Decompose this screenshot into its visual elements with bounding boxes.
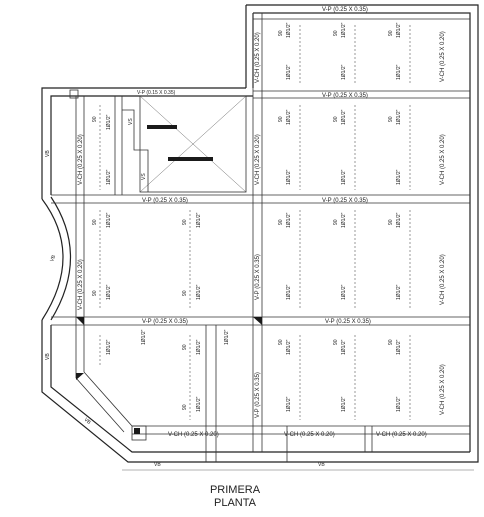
- svg-text:1Ø1/2": 1Ø1/2": [341, 169, 347, 185]
- svg-text:90: 90: [278, 339, 284, 345]
- svg-text:90: 90: [182, 344, 188, 350]
- svg-text:90: 90: [333, 219, 339, 225]
- label-vch-right-upper: V-CH (0.25 X 0.20): [440, 31, 446, 82]
- drawing-title: PRIMERA PLANTA: [180, 484, 290, 510]
- svg-text:1Ø1/2": 1Ø1/2": [106, 114, 112, 130]
- svg-text:1Ø1/2": 1Ø1/2": [341, 339, 347, 355]
- label-vch-bottom-mid: V-CH (0.25 X 0.20): [284, 432, 335, 438]
- label-vch-bottom-left: V-CH (0.25 X 0.20): [168, 432, 219, 438]
- svg-text:90: 90: [278, 116, 284, 122]
- tag-vb-left-lower: VB: [45, 353, 51, 360]
- svg-text:1Ø1/2": 1Ø1/2": [396, 169, 402, 185]
- label-vch-right-mid: V-CH (0.25 X 0.20): [440, 134, 446, 185]
- svg-text:1Ø1/2": 1Ø1/2": [286, 396, 292, 412]
- rebar-marks: [99, 25, 411, 420]
- tag-vs-stair: VS: [141, 173, 147, 180]
- svg-text:1Ø1/2": 1Ø1/2": [286, 339, 292, 355]
- svg-text:1Ø1/2": 1Ø1/2": [396, 396, 402, 412]
- title-line-1: PRIMERA: [209, 484, 261, 496]
- tag-vb-left-upper: VB: [45, 150, 51, 157]
- svg-text:90: 90: [333, 339, 339, 345]
- svg-text:1Ø1/2": 1Ø1/2": [286, 64, 292, 80]
- spacing-annotations: 90 90 90 90 90 90 90 90 90 90 90 90 90 9…: [92, 30, 394, 410]
- tag-vb-diagonal: VB: [83, 417, 92, 426]
- svg-text:1Ø1/2": 1Ø1/2": [106, 212, 112, 228]
- svg-text:1Ø1/2": 1Ø1/2": [196, 396, 202, 412]
- label-vch-left-mid: V-CH (0.25 X 0.20): [78, 259, 84, 310]
- title-line-2: PLANTA: [214, 497, 256, 509]
- svg-text:90: 90: [278, 30, 284, 36]
- tag-vs-stair-top: VS: [128, 118, 134, 125]
- label-vp-small: V-P (0.15 X 0.35): [137, 90, 176, 96]
- svg-text:90: 90: [388, 116, 394, 122]
- svg-text:1Ø1/2": 1Ø1/2": [341, 64, 347, 80]
- svg-text:90: 90: [388, 30, 394, 36]
- svg-text:90: 90: [182, 404, 188, 410]
- svg-text:1Ø1/2": 1Ø1/2": [106, 169, 112, 185]
- stair-opening: [122, 95, 247, 193]
- label-vp-row3-left: V-P (0.25 X 0.35): [142, 198, 188, 204]
- svg-text:1Ø1/2": 1Ø1/2": [396, 212, 402, 228]
- label-vp-top: V-P (0.25 X 0.35): [322, 7, 368, 13]
- svg-text:1Ø1/2": 1Ø1/2": [396, 109, 402, 125]
- svg-text:1Ø1/2": 1Ø1/2": [341, 212, 347, 228]
- svg-text:1Ø1/2": 1Ø1/2": [286, 22, 292, 38]
- svg-text:90: 90: [333, 30, 339, 36]
- svg-text:1Ø1/2": 1Ø1/2": [341, 284, 347, 300]
- svg-text:1Ø1/2": 1Ø1/2": [106, 339, 112, 355]
- rebar-annotations: 1Ø1/2" 1Ø1/2" 1Ø1/2" 1Ø1/2" 1Ø1/2" 1Ø1/2…: [106, 22, 402, 412]
- vertical-beams: [75, 13, 373, 462]
- svg-text:1Ø1/2": 1Ø1/2": [396, 64, 402, 80]
- label-vch-left-upper: V-CH (0.25 X 0.20): [78, 134, 84, 185]
- svg-text:90: 90: [182, 219, 188, 225]
- label-vp-col-upper: V-P (0.25 X 0.35): [255, 254, 261, 300]
- svg-text:1Ø1/2": 1Ø1/2": [196, 284, 202, 300]
- label-vch-bottom-right: V-CH (0.25 X 0.20): [376, 432, 427, 438]
- svg-text:1Ø1/2": 1Ø1/2": [341, 109, 347, 125]
- svg-text:1Ø1/2": 1Ø1/2": [341, 396, 347, 412]
- svg-text:1Ø1/2": 1Ø1/2": [196, 339, 202, 355]
- svg-text:1Ø1/2": 1Ø1/2": [396, 22, 402, 38]
- svg-text:1Ø1/2": 1Ø1/2": [286, 284, 292, 300]
- label-vp-row4-left: V-P (0.25 X 0.35): [142, 319, 188, 325]
- label-vch-col-mid: V-CH (0.25 X 0.20): [255, 134, 261, 185]
- label-vch-right-mid2: V-CH (0.25 X 0.20): [440, 254, 446, 305]
- label-vp-col-mid: V-P (0.25 X 0.35): [255, 372, 261, 418]
- svg-text:1Ø1/2": 1Ø1/2": [286, 169, 292, 185]
- svg-text:1Ø1/2": 1Ø1/2": [224, 329, 230, 345]
- label-vch-col-upper: V-CH (0.25 X 0.20): [255, 32, 261, 83]
- label-vp-row2: V-P (0.25 X 0.35): [322, 93, 368, 99]
- tag-vb-bottom-left: VB: [154, 462, 161, 468]
- svg-text:90: 90: [388, 339, 394, 345]
- wall-tags: VB VB VB VB VB VB VS VS: [45, 118, 325, 468]
- svg-text:90: 90: [182, 290, 188, 296]
- svg-text:1Ø1/2": 1Ø1/2": [396, 284, 402, 300]
- svg-text:1Ø1/2": 1Ø1/2": [286, 109, 292, 125]
- label-vch-right-low: V-CH (0.25 X 0.20): [440, 364, 446, 415]
- svg-text:1Ø1/2": 1Ø1/2": [196, 212, 202, 228]
- svg-text:1Ø1/2": 1Ø1/2": [341, 22, 347, 38]
- tag-vb-curve: VB: [49, 254, 57, 263]
- label-vp-row3-right: V-P (0.25 X 0.35): [322, 198, 368, 204]
- svg-text:90: 90: [92, 290, 98, 296]
- svg-text:90: 90: [92, 116, 98, 122]
- tag-vb-bottom-mid: VB: [318, 462, 325, 468]
- svg-text:1Ø1/2": 1Ø1/2": [396, 339, 402, 355]
- diagonal-wall: [75, 371, 147, 441]
- svg-text:1Ø1/2": 1Ø1/2": [286, 212, 292, 228]
- svg-text:1Ø1/2": 1Ø1/2": [141, 329, 147, 345]
- svg-text:90: 90: [278, 219, 284, 225]
- label-vp-row4-right: V-P (0.25 X 0.35): [325, 319, 371, 325]
- beam-labels: V-P (0.25 X 0.35) V-P (0.15 X 0.35) V-P …: [78, 7, 446, 438]
- svg-text:90: 90: [92, 219, 98, 225]
- columns: [69, 89, 262, 380]
- svg-text:1Ø1/2": 1Ø1/2": [106, 284, 112, 300]
- svg-text:90: 90: [333, 116, 339, 122]
- svg-text:90: 90: [388, 219, 394, 225]
